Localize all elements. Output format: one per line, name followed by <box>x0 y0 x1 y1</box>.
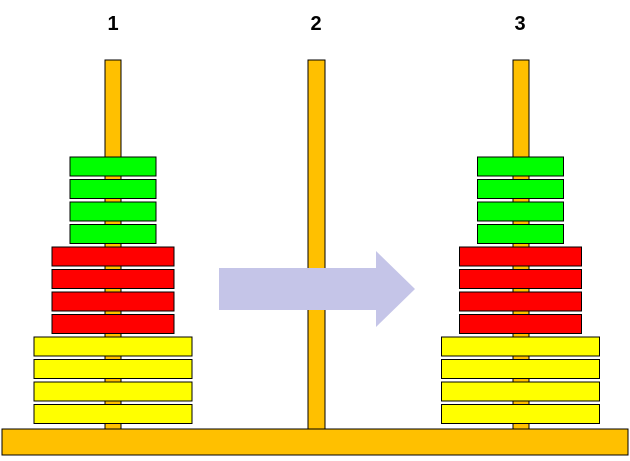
target-stack <box>441 156 600 424</box>
target-disk-red-6 <box>459 269 582 289</box>
peg-label-3: 3 <box>514 13 525 35</box>
target-disk-yellow-9 <box>441 336 600 357</box>
source-disk-green-1 <box>69 156 157 177</box>
source-disk-red-8 <box>51 314 175 334</box>
source-disk-yellow-10 <box>33 359 193 379</box>
target-disk-yellow-11 <box>441 381 600 402</box>
source-disk-red-5 <box>51 246 175 267</box>
source-disk-red-7 <box>51 291 175 312</box>
target-disk-yellow-10 <box>441 359 600 379</box>
target-disk-red-8 <box>459 314 582 334</box>
source-stack <box>33 156 193 424</box>
target-disk-yellow-12 <box>441 404 600 424</box>
source-disk-yellow-12 <box>33 404 193 424</box>
target-disk-red-7 <box>459 291 582 312</box>
target-disk-green-4 <box>477 224 564 244</box>
source-disk-green-4 <box>69 224 157 244</box>
source-disk-red-6 <box>51 269 175 289</box>
target-disk-green-3 <box>477 201 564 222</box>
source-disk-yellow-9 <box>33 336 193 357</box>
source-disk-green-3 <box>69 201 157 222</box>
peg-2-rod <box>307 59 326 433</box>
source-disk-yellow-11 <box>33 381 193 402</box>
right-arrow-icon <box>219 251 415 327</box>
target-disk-red-5 <box>459 246 582 267</box>
peg-label-2: 2 <box>310 13 321 35</box>
target-disk-green-2 <box>477 179 564 199</box>
base-platform <box>1 428 629 456</box>
target-disk-green-1 <box>477 156 564 177</box>
source-disk-green-2 <box>69 179 157 199</box>
peg-label-1: 1 <box>107 13 118 35</box>
